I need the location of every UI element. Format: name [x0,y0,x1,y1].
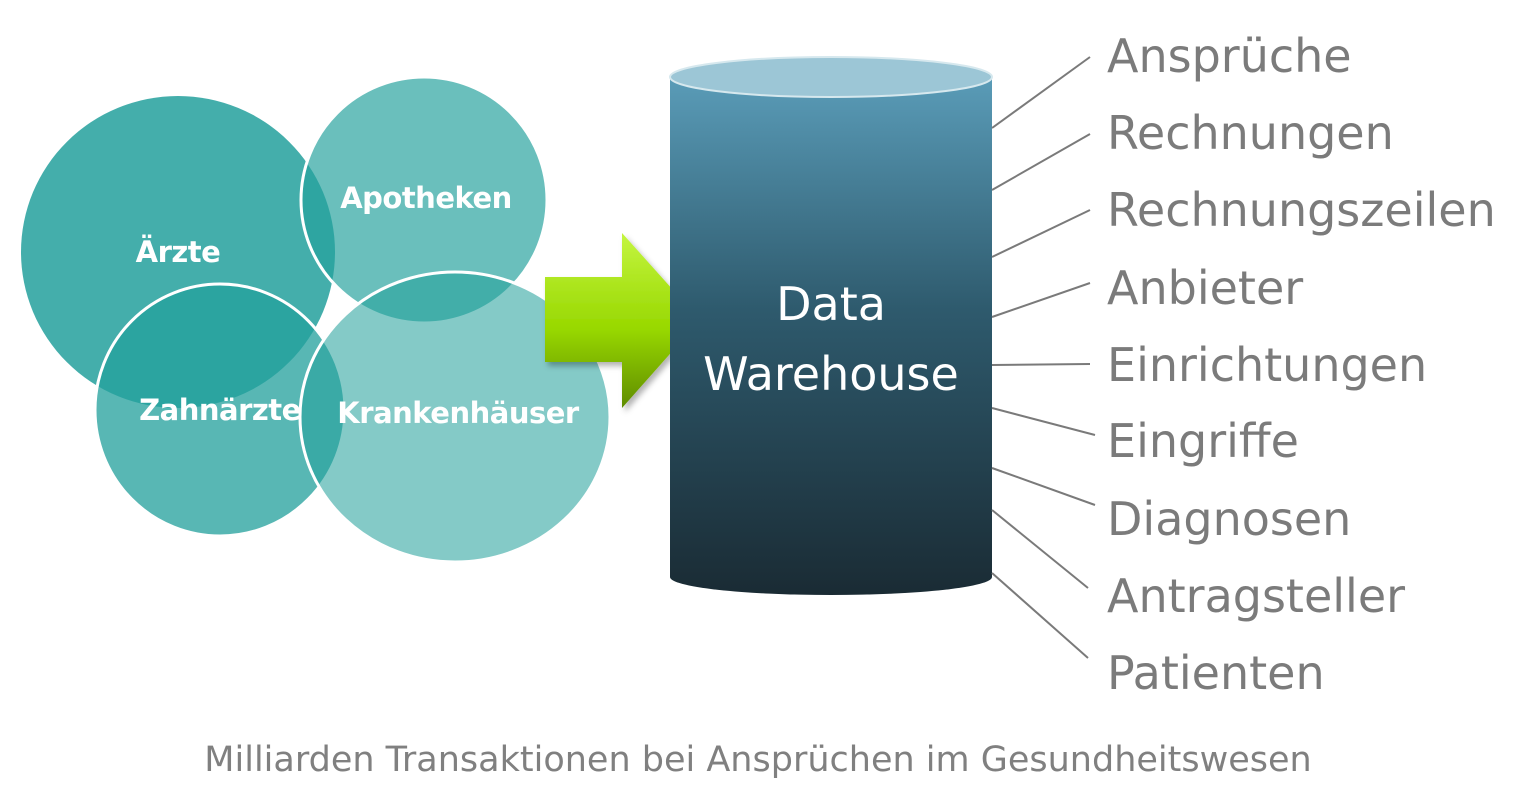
data-warehouse-cylinder: Data Warehouse [669,56,993,595]
warehouse-line2: Warehouse [703,347,959,401]
label-krankenhaeuser: Krankenhäuser [337,396,580,430]
circle-krankenhaeuser [298,270,612,564]
label-zahnaerzte: Zahnärzte [139,393,301,427]
warehouse-line1: Data [776,277,886,331]
arrow-icon [545,233,700,408]
connector-lines [991,56,1096,659]
entity-label: Anbieter [1107,261,1303,315]
entity-list: Ansprüche Rechnungen Rechnungszeilen Anb… [1107,29,1496,700]
entity-label: Rechnungen [1107,106,1394,160]
entity-label: Rechnungszeilen [1107,183,1496,237]
entity-label: Ansprüche [1107,29,1352,83]
entity-label: Diagnosen [1107,492,1351,546]
entity-label: Antragsteller [1107,569,1405,623]
entity-label: Eingriffe [1107,414,1299,468]
label-aerzte: Ärzte [136,235,221,269]
label-apotheken: Apotheken [340,181,512,215]
entity-label: Patienten [1107,646,1325,700]
source-circles: Ärzte Apotheken Zahnärzte Krankenhäuser [21,75,612,564]
caption: Milliarden Transaktionen bei Ansprüchen … [204,740,1311,780]
entity-label: Einrichtungen [1107,338,1427,392]
